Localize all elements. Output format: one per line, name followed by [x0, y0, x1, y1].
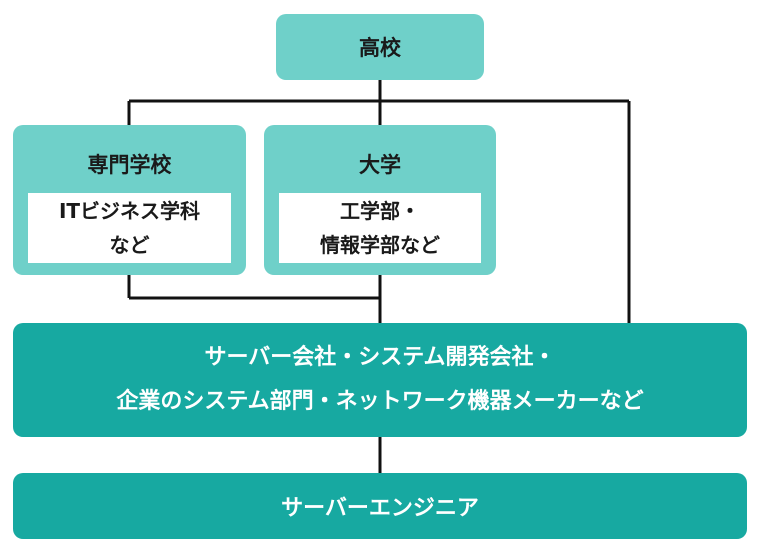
university-label: 大学 [359, 153, 401, 177]
server-engineer-node: サーバーエンジニア [13, 473, 747, 539]
vocational-school-detail-box: ITビジネス学科 など [28, 193, 231, 263]
university-detail: 工学部・ 情報学部など [320, 199, 440, 257]
high-school-label: 高校 [359, 36, 401, 60]
high-school-node: 高校 [276, 14, 484, 80]
server-engineer-label: サーバーエンジニア [281, 496, 479, 521]
employers-label: サーバー会社・システム開発会社・ 企業のシステム部門・ネットワーク機器メーカーな… [116, 345, 644, 414]
university-detail-box: 工学部・ 情報学部など [279, 193, 481, 263]
vocational-school-node: 専門学校 ITビジネス学科 など [13, 125, 246, 275]
vocational-school-label: 専門学校 [87, 153, 172, 177]
vocational-school-detail: ITビジネス学科 など [58, 199, 201, 257]
university-node: 大学 工学部・ 情報学部など [264, 125, 496, 275]
employers-node: サーバー会社・システム開発会社・ 企業のシステム部門・ネットワーク機器メーカーな… [13, 323, 747, 437]
